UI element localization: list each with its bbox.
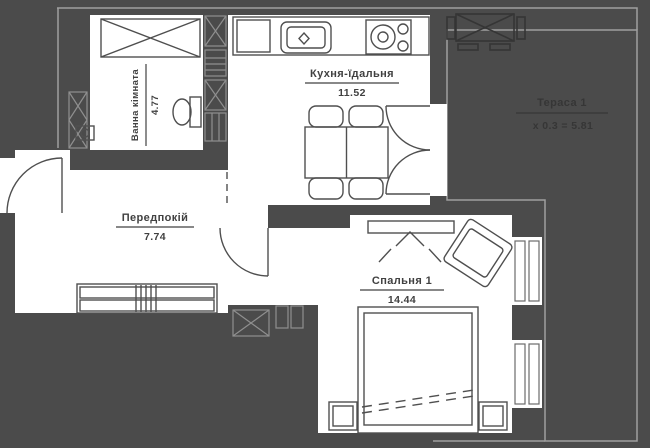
riser-box-icon: [204, 112, 227, 142]
window-frame: [514, 240, 526, 302]
terrace-area: х 0.3 = 5.81: [533, 120, 594, 132]
dining-table: [304, 126, 389, 179]
nightstand-right: [478, 401, 508, 431]
kitchen-sink-icon: [280, 21, 332, 54]
fridge-icon: [236, 19, 271, 53]
bedroom-window-bottom: [512, 340, 542, 408]
vent-shaft-icon: [68, 91, 88, 149]
terrace-bench-icon: [489, 43, 511, 51]
terrace-furniture: [446, 13, 526, 51]
window-frame: [528, 343, 540, 405]
kitchen-counter: [232, 16, 430, 56]
furniture: [75, 16, 513, 434]
kitchen-area: 11.52: [338, 87, 366, 99]
bathroom-area: 4.77: [150, 95, 161, 115]
vent-shaft-icon: [204, 15, 227, 47]
bedroom-area: 14.44: [388, 294, 416, 306]
chair-icon: [308, 177, 344, 200]
shaft-symbols: [68, 15, 304, 337]
top-edge-line: [57, 7, 638, 30]
window-frames: [514, 240, 540, 405]
bedroom-window-top: [512, 237, 542, 305]
kitchen-label: Кухня-їдальня: [310, 68, 394, 80]
terrace-chair-icon: [446, 16, 456, 40]
terrace-label: Тераса 1: [537, 97, 587, 109]
doors: [6, 105, 431, 277]
vent-grille-icon: [204, 49, 227, 77]
room-kitchen: [228, 15, 430, 205]
room-bedroom: [228, 215, 512, 433]
vent-shaft-icon: [232, 309, 270, 337]
hallway-label: Передпокій: [122, 212, 189, 224]
terrace-door-opening: [430, 104, 447, 196]
terrace-bench-icon: [457, 43, 479, 51]
sink-icon: [75, 125, 95, 141]
room-labels: Кухня-їдальня 11.52 Передпокій 7.74 Спал…: [116, 64, 608, 306]
wardrobe: [76, 283, 218, 314]
hallway-area: 7.74: [144, 231, 166, 243]
chair-icon: [308, 105, 344, 128]
room-floors: [0, 15, 542, 433]
corridor-door-arc: [219, 227, 269, 277]
terrace-double-door: [385, 105, 431, 195]
terrace-table: [455, 13, 515, 42]
nightstand-left: [328, 401, 358, 431]
terrace-table-cross: [455, 13, 515, 42]
stove-icon: [365, 19, 412, 55]
corridor-door-opening: [220, 205, 268, 228]
window-frame: [514, 343, 526, 405]
bed: [357, 306, 479, 434]
vent-shaft-icon: [204, 79, 227, 111]
riser-box-icon: [290, 305, 304, 329]
entrance-door-arc: [6, 157, 63, 214]
room-hallway: [15, 150, 228, 313]
tv-marker-icon: [395, 231, 425, 247]
building-outline: [57, 7, 638, 442]
window-frame: [528, 240, 540, 302]
armchair: [443, 218, 513, 288]
chair-icon: [348, 105, 384, 128]
tv-signal-marks: [378, 248, 442, 263]
bathroom-label: Ванна кімната: [130, 69, 141, 141]
chair-icon: [348, 177, 384, 200]
riser-box-icon: [275, 305, 289, 329]
terrace-chair-icon: [516, 16, 526, 40]
bathtub-icon: [100, 18, 201, 58]
toilet-icon: [172, 96, 202, 128]
entrance-opening: [0, 158, 15, 213]
bedroom-label: Спальня 1: [372, 275, 432, 287]
